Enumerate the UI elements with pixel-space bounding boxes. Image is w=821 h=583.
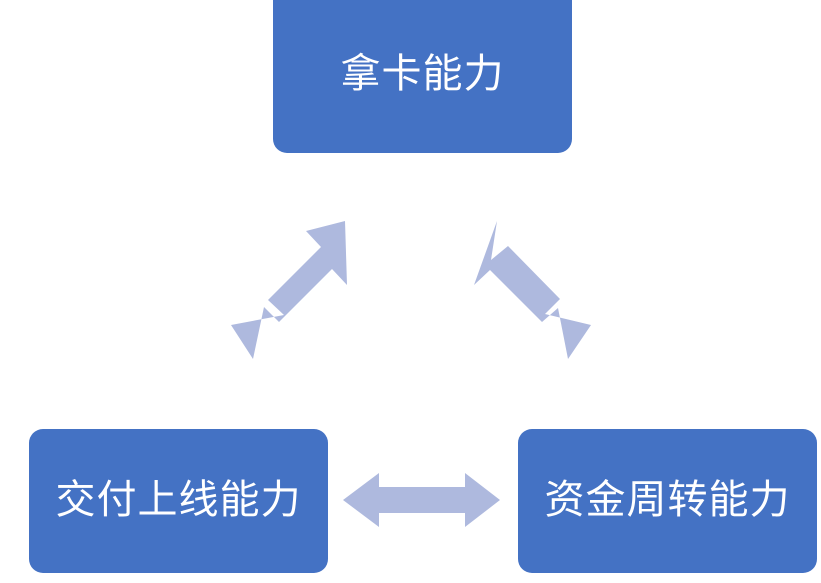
- node-bottom-right-capability[interactable]: 资金周转能力: [518, 429, 817, 573]
- connector-bottom-horizontal-arrow: [343, 473, 500, 527]
- connector-right-diagonal-arrow: [474, 221, 591, 359]
- connector-left-diagonal-arrow: [231, 221, 347, 359]
- node-top-label: 拿卡能力: [340, 51, 505, 96]
- node-bottom-left-capability[interactable]: 交付上线能力: [29, 429, 328, 573]
- node-bottom-right-label: 资金周转能力: [544, 478, 791, 523]
- node-top-capability[interactable]: 拿卡能力: [273, 0, 572, 153]
- node-bottom-left-label: 交付上线能力: [55, 478, 302, 523]
